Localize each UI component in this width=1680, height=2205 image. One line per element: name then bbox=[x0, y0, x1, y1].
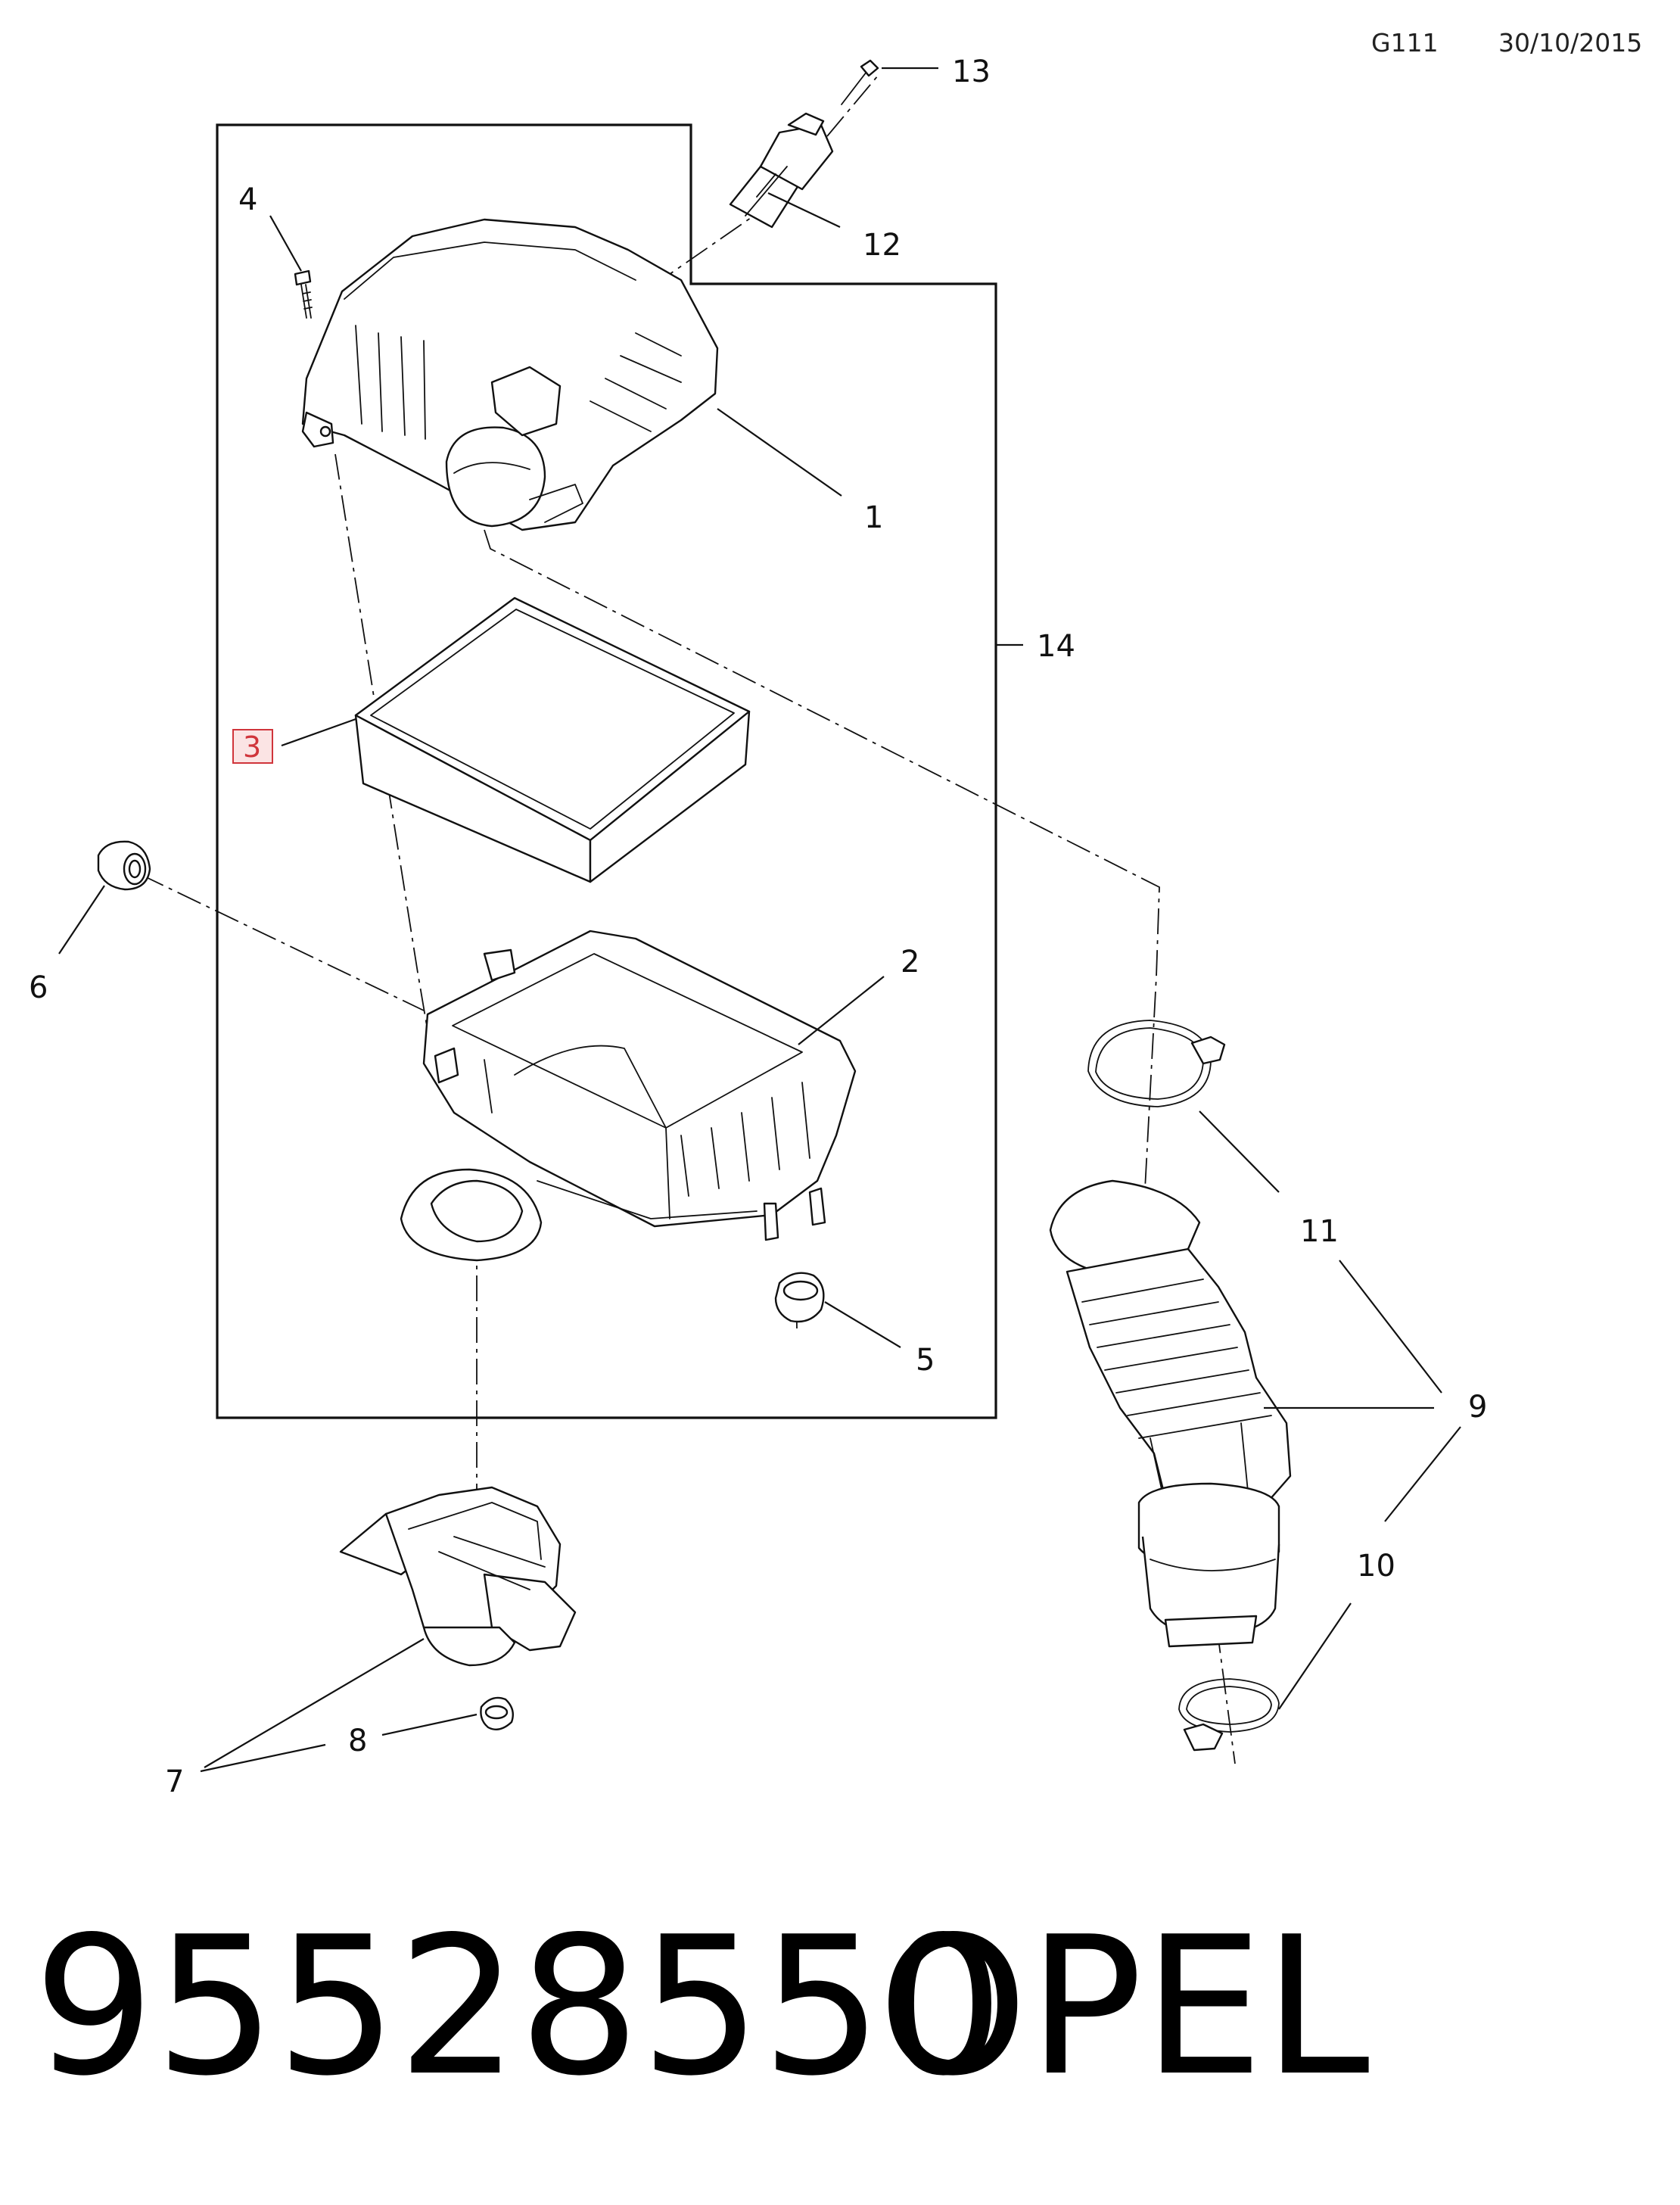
part-5-grommet[interactable] bbox=[774, 1272, 825, 1323]
diagram-code: G111 bbox=[1371, 28, 1439, 58]
callout-2: 2 bbox=[901, 945, 919, 979]
leader-3 bbox=[281, 718, 356, 747]
callout-3: 3 bbox=[243, 730, 261, 764]
part-11-clamp[interactable] bbox=[1087, 1020, 1226, 1107]
callout-8: 8 bbox=[348, 1724, 367, 1758]
assembly-lines bbox=[139, 75, 1236, 1764]
part-8-grommet[interactable] bbox=[480, 1696, 514, 1730]
part-number: 95528550 bbox=[33, 1896, 1004, 2118]
part-1-upper-housing[interactable] bbox=[301, 218, 719, 531]
part-4-bolt[interactable] bbox=[294, 269, 313, 319]
leader-1 bbox=[717, 408, 842, 497]
leader-7a bbox=[204, 1638, 425, 1768]
leader-10 bbox=[1278, 1602, 1352, 1710]
callout-11: 11 bbox=[1300, 1214, 1339, 1249]
part-13-screw[interactable] bbox=[841, 59, 879, 105]
callout-9: 9 bbox=[1468, 1390, 1487, 1425]
callout-13: 13 bbox=[952, 55, 991, 89]
leader-4 bbox=[269, 215, 302, 272]
leader-9c bbox=[1384, 1426, 1461, 1522]
callout-12: 12 bbox=[863, 228, 901, 263]
leader-9b bbox=[1339, 1260, 1442, 1394]
leader-6 bbox=[58, 885, 105, 955]
leader-5 bbox=[824, 1301, 901, 1348]
callout-14: 14 bbox=[1037, 629, 1075, 664]
part-7-resonator[interactable] bbox=[339, 1486, 577, 1667]
leader-7b bbox=[200, 1743, 326, 1773]
part-12-sensor[interactable] bbox=[729, 112, 834, 229]
callout-10: 10 bbox=[1357, 1549, 1395, 1584]
part-2-lower-housing[interactable] bbox=[400, 930, 857, 1262]
part-6-grommet[interactable] bbox=[97, 840, 151, 891]
callout-6: 6 bbox=[29, 970, 48, 1005]
part-3-filter-element[interactable] bbox=[354, 596, 751, 883]
callout-3-highlight bbox=[232, 729, 273, 764]
callout-4: 4 bbox=[238, 182, 257, 217]
leader-2 bbox=[798, 976, 885, 1045]
callout-1: 1 bbox=[864, 500, 883, 535]
leader-12 bbox=[767, 192, 841, 228]
part-9-intake-hose[interactable] bbox=[1049, 1179, 1292, 1648]
assembly-frame bbox=[216, 123, 997, 1419]
leader-8 bbox=[381, 1713, 478, 1736]
leader-11 bbox=[1199, 1110, 1280, 1193]
diagram-date: 30/10/2015 bbox=[1498, 28, 1642, 58]
part-10-clamp[interactable] bbox=[1178, 1678, 1280, 1752]
callout-5: 5 bbox=[916, 1343, 935, 1378]
brand-name: OPEL bbox=[878, 1896, 1370, 2118]
callout-7: 7 bbox=[165, 1764, 184, 1799]
